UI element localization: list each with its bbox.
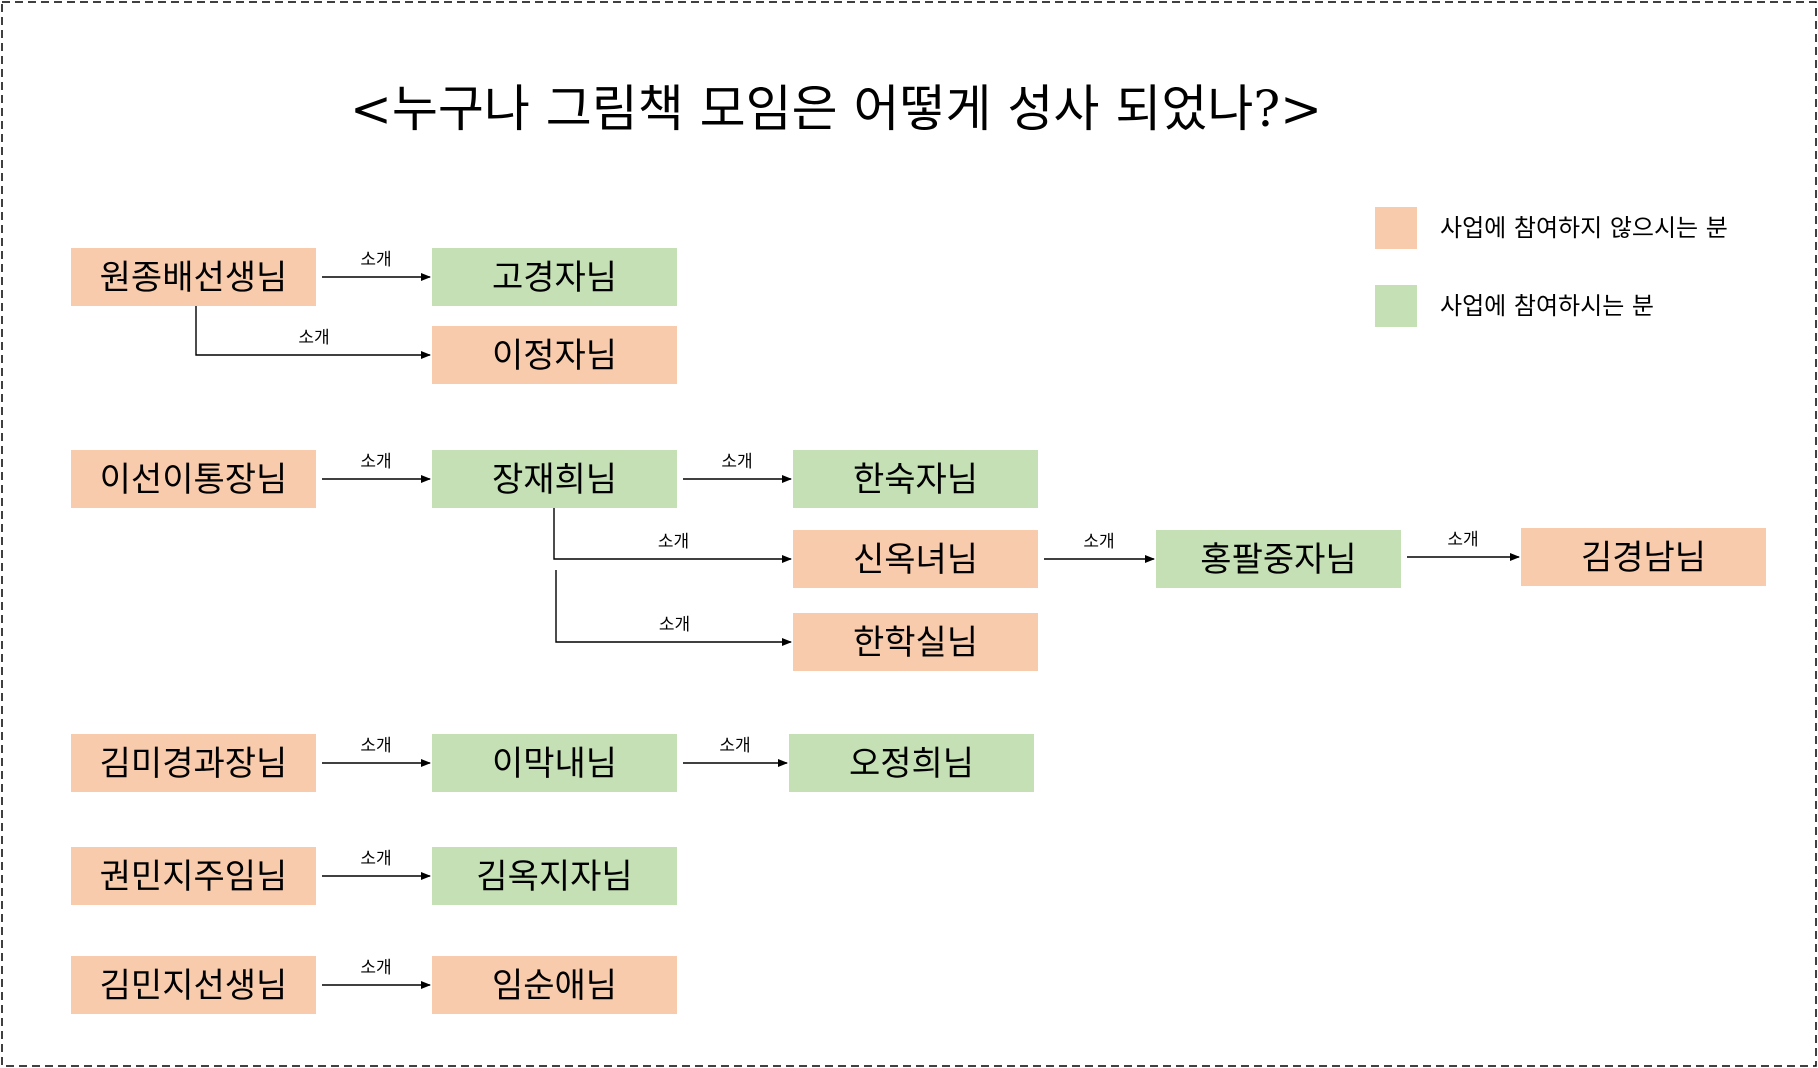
person-node-box xyxy=(793,450,1038,508)
referral-arrow xyxy=(553,508,792,563)
person-node: 김옥지자님 xyxy=(432,847,677,905)
person-node: 이막내님 xyxy=(432,734,677,792)
referral-edge: 소개 xyxy=(322,736,431,767)
legend-item: 사업에 참여하지 않으시는 분 xyxy=(1375,207,1728,249)
person-node: 원종배선생님 xyxy=(71,248,316,306)
person-name: 신옥녀님 xyxy=(853,540,978,580)
person-node: 김민지선생님 xyxy=(71,956,316,1014)
edge-label: 소개 xyxy=(1447,530,1478,550)
referral-edge: 소개 xyxy=(322,250,431,281)
person-name: 한숙자님 xyxy=(853,460,978,500)
referral-edge: 소개 xyxy=(322,958,431,989)
person-node-box xyxy=(789,734,1034,792)
legend-swatch xyxy=(1375,207,1417,249)
edge-label: 소개 xyxy=(360,736,391,756)
legend-label: 사업에 참여하시는 분 xyxy=(1440,292,1654,320)
person-node-box xyxy=(1521,528,1766,586)
person-name: 김경남님 xyxy=(1581,538,1706,578)
person-node-box xyxy=(71,847,316,905)
edge-label: 소개 xyxy=(1083,532,1114,552)
referral-edge: 소개 xyxy=(1044,532,1155,563)
person-name: 김옥지자님 xyxy=(476,857,632,897)
diagram-title: <누구나 그림책 모임은 어떻게 성사 되었나?> xyxy=(350,80,1322,138)
person-node-box xyxy=(432,734,677,792)
referral-edge: 소개 xyxy=(553,508,792,563)
referral-edge: 소개 xyxy=(322,849,431,880)
person-node-box xyxy=(793,613,1038,671)
person-name: 권민지주임님 xyxy=(100,857,288,897)
person-node: 권민지주임님 xyxy=(71,847,316,905)
person-node-box xyxy=(1156,530,1401,588)
person-name: 홍팔중자님 xyxy=(1200,540,1356,580)
person-node: 장재희님 xyxy=(432,450,677,508)
person-name: 이선이통장님 xyxy=(100,460,288,500)
referral-arrow xyxy=(555,570,792,646)
person-node-box xyxy=(432,248,677,306)
person-node: 한학실님 xyxy=(793,613,1038,671)
person-node: 한숙자님 xyxy=(793,450,1038,508)
person-node: 김미경과장님 xyxy=(71,734,316,792)
person-name: 장재희님 xyxy=(492,460,617,500)
person-node: 임순애님 xyxy=(432,956,677,1014)
person-node-box xyxy=(71,248,316,306)
edge-label: 소개 xyxy=(360,958,391,978)
person-name: 원종배선생님 xyxy=(100,258,288,298)
person-name: 한학실님 xyxy=(853,623,978,663)
person-node: 오정희님 xyxy=(789,734,1034,792)
referral-edge: 소개 xyxy=(683,452,792,483)
edge-label: 소개 xyxy=(360,849,391,869)
person-node-box xyxy=(71,956,316,1014)
edge-label: 소개 xyxy=(360,250,391,270)
edge-label: 소개 xyxy=(658,532,689,552)
edge-label: 소개 xyxy=(659,615,690,635)
person-name: 이막내님 xyxy=(492,744,617,784)
person-node: 홍팔중자님 xyxy=(1156,530,1401,588)
legend-item: 사업에 참여하시는 분 xyxy=(1375,285,1654,327)
person-node-box xyxy=(432,956,677,1014)
person-node-box xyxy=(432,326,677,384)
person-name: 고경자님 xyxy=(492,258,617,298)
person-node: 이선이통장님 xyxy=(71,450,316,508)
person-node: 신옥녀님 xyxy=(793,530,1038,588)
person-name: 김민지선생님 xyxy=(100,966,288,1006)
person-node-box xyxy=(432,847,677,905)
person-node-box xyxy=(432,450,677,508)
person-node: 이정자님 xyxy=(432,326,677,384)
person-name: 오정희님 xyxy=(849,744,974,784)
person-name: 임순애님 xyxy=(492,966,617,1006)
edge-label: 소개 xyxy=(298,328,329,348)
person-node-box xyxy=(793,530,1038,588)
person-name: 이정자님 xyxy=(492,336,617,376)
person-node: 김경남님 xyxy=(1521,528,1766,586)
person-node-box xyxy=(71,450,316,508)
edge-label: 소개 xyxy=(721,452,752,472)
referral-edge: 소개 xyxy=(1407,530,1520,561)
edge-label: 소개 xyxy=(360,452,391,472)
legend-label: 사업에 참여하지 않으시는 분 xyxy=(1440,214,1728,242)
referral-edge: 소개 xyxy=(195,306,431,359)
person-name: 김미경과장님 xyxy=(100,744,288,784)
person-node: 고경자님 xyxy=(432,248,677,306)
person-node-box xyxy=(71,734,316,792)
edge-label: 소개 xyxy=(719,736,750,756)
legend-swatch xyxy=(1375,285,1417,327)
referral-edge: 소개 xyxy=(555,570,792,646)
referral-arrow xyxy=(195,306,431,359)
referral-edge: 소개 xyxy=(683,736,788,767)
referral-edge: 소개 xyxy=(322,452,431,483)
